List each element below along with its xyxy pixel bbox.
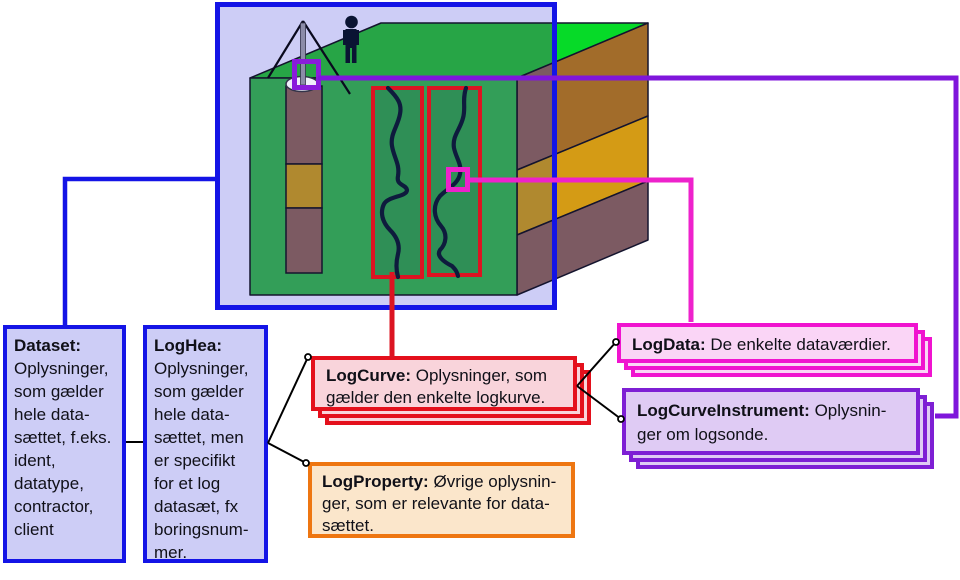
wellhead-marker: [292, 59, 321, 90]
dataset-title: Dataset:: [14, 336, 82, 355]
loghea-title: LogHea:: [154, 336, 222, 355]
logdata-title: LogData:: [632, 335, 706, 354]
loghea-box: LogHea: Oplysninger, som gælder hele dat…: [143, 325, 268, 563]
logcurve-title: LogCurve:: [326, 366, 411, 385]
person-icon: [343, 15, 359, 63]
dataset-box: Dataset: Oplysninger, som gælder hele da…: [3, 325, 126, 563]
logcurveinstrument-title: LogCurveInstrument:: [637, 401, 810, 420]
logproperty-title: LogProperty:: [322, 472, 429, 491]
borehole-column: [285, 85, 323, 274]
